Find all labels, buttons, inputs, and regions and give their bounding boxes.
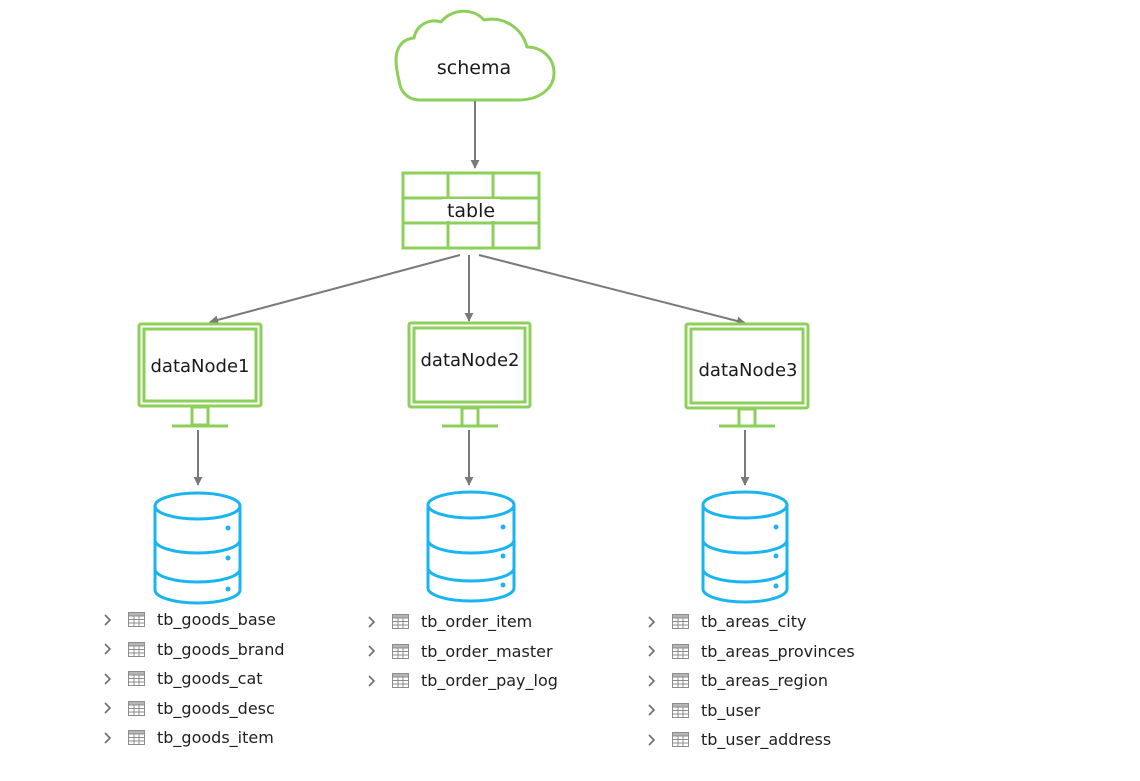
list-item[interactable]: tb_goods_desc	[100, 694, 285, 724]
table-name: tb_goods_base	[157, 610, 276, 630]
monitor-icon	[137, 322, 263, 428]
list-item[interactable]: tb_order_item	[364, 607, 558, 637]
table-icon	[128, 730, 145, 746]
table-name: tb_goods_cat	[157, 669, 263, 689]
table-icon	[672, 643, 689, 659]
table-name: tb_order_pay_log	[421, 671, 558, 691]
table-list-node-2: tb_order_item tb_order_master tb_order_p…	[364, 607, 558, 696]
database-icon	[153, 491, 242, 605]
list-item[interactable]: tb_user	[644, 696, 855, 726]
table-icon	[128, 671, 145, 687]
arrow-table-to-node1	[209, 254, 461, 325]
table-name: tb_user	[701, 700, 761, 720]
chevron-right-icon[interactable]	[644, 673, 660, 689]
table-name: tb_goods_brand	[157, 639, 285, 659]
data-node-1-label: dataNode1	[151, 356, 250, 377]
table-list-node-1: tb_goods_base tb_goods_brand tb_goods_ca…	[100, 605, 285, 753]
table-label: table	[447, 200, 495, 222]
schema-label: schema	[437, 57, 511, 79]
chevron-right-icon[interactable]	[364, 673, 380, 689]
table-icon	[392, 643, 409, 659]
data-node-1: dataNode1	[137, 322, 263, 428]
table-name: tb_user_address	[701, 730, 832, 750]
chevron-right-icon[interactable]	[100, 700, 116, 716]
data-node-3: dataNode3	[684, 322, 810, 428]
data-node-2-label: dataNode2	[421, 350, 520, 371]
table-icon	[672, 673, 689, 689]
chevron-right-icon[interactable]	[100, 641, 116, 657]
database-icon	[701, 490, 789, 604]
list-item[interactable]: tb_goods_item	[100, 723, 285, 753]
list-item[interactable]: tb_order_pay_log	[364, 666, 558, 696]
table-node: table	[401, 171, 541, 250]
list-item[interactable]: tb_areas_region	[644, 666, 855, 696]
monitor-icon	[407, 321, 532, 428]
data-node-3-label: dataNode3	[699, 360, 798, 381]
chevron-right-icon[interactable]	[644, 732, 660, 748]
table-name: tb_goods_desc	[157, 698, 275, 718]
chevron-right-icon[interactable]	[364, 643, 380, 659]
table-icon	[392, 614, 409, 630]
table-icon	[672, 702, 689, 718]
table-name: tb_areas_region	[701, 671, 829, 691]
table-name: tb_areas_provinces	[701, 641, 855, 661]
table-name: tb_goods_item	[157, 728, 274, 748]
table-icon	[672, 614, 689, 630]
table-icon	[128, 641, 145, 657]
list-item[interactable]: tb_areas_provinces	[644, 637, 855, 667]
data-node-2: dataNode2	[407, 321, 532, 428]
chevron-right-icon[interactable]	[644, 643, 660, 659]
chevron-right-icon[interactable]	[100, 671, 116, 687]
chevron-right-icon[interactable]	[644, 702, 660, 718]
list-item[interactable]: tb_areas_city	[644, 607, 855, 637]
chevron-right-icon[interactable]	[100, 730, 116, 746]
list-item[interactable]: tb_order_master	[364, 637, 558, 667]
list-item[interactable]: tb_goods_cat	[100, 664, 285, 694]
cloud-icon	[394, 9, 556, 102]
table-name: tb_order_master	[421, 641, 553, 661]
list-item[interactable]: tb_goods_base	[100, 605, 285, 635]
database-icon	[426, 490, 516, 603]
list-item[interactable]: tb_user_address	[644, 725, 855, 755]
arrow-table-to-node3	[478, 254, 746, 326]
schema-node: schema	[394, 9, 556, 102]
table-icon	[128, 612, 145, 628]
table-icon	[128, 700, 145, 716]
table-list-node-3: tb_areas_city tb_areas_provinces tb_area…	[644, 607, 855, 755]
chevron-right-icon[interactable]	[364, 614, 380, 630]
monitor-icon	[684, 322, 810, 428]
table-icon	[392, 673, 409, 689]
table-name: tb_order_item	[421, 612, 533, 632]
chevron-right-icon[interactable]	[644, 614, 660, 630]
table-icon	[672, 732, 689, 748]
list-item[interactable]: tb_goods_brand	[100, 635, 285, 665]
chevron-right-icon[interactable]	[100, 612, 116, 628]
table-name: tb_areas_city	[701, 612, 807, 632]
